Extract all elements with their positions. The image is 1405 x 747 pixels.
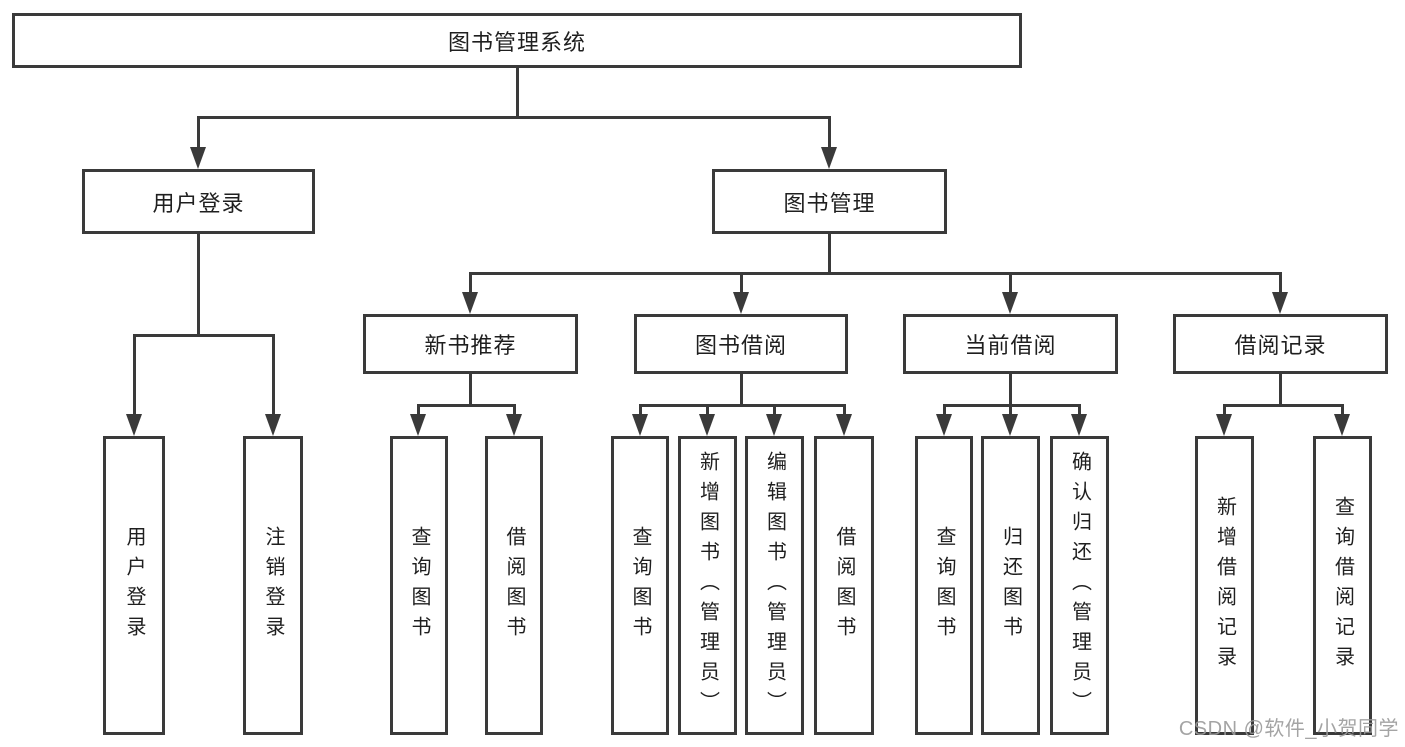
arrowhead-to-current-borrow (1002, 292, 1018, 314)
arrowhead-to-leaf-logout (265, 414, 281, 436)
connector-nb-leaf2 (513, 405, 516, 416)
leaf-bb-borrow-books: 借阅图书 (814, 436, 874, 735)
leaf-cb-query-books-label: 查询图书 (933, 525, 955, 646)
connector-book-mgmt-stem (828, 234, 831, 273)
connector-book-borrow-stem (740, 374, 743, 405)
connector-root-split (197, 116, 831, 119)
node-user-login-label: 用户登录 (152, 190, 245, 216)
leaf-br-add-record-label: 新增借阅记录 (1213, 495, 1236, 676)
arrowhead-bb-leaf1 (632, 414, 648, 436)
connector-user-login-split (133, 334, 275, 337)
leaf-br-query-record-label: 查询借阅记录 (1331, 495, 1354, 676)
csdn-watermark: CSDN @软件_小贺同学 (1178, 718, 1399, 740)
node-current-borrow-label: 当前借阅 (964, 333, 1057, 358)
arrowhead-to-book-borrow (733, 292, 749, 314)
leaf-bb-edit-books-admin: 编辑图书（管理员） (745, 436, 804, 735)
node-book-mgmt-label: 图书管理 (783, 190, 876, 216)
arrowhead-bb-leaf2 (699, 414, 715, 436)
leaf-user-login: 用户登录 (103, 436, 165, 735)
connector-borrow-records-split (1223, 404, 1344, 407)
arrowhead-to-new-books (462, 292, 478, 314)
arrowhead-br-leaf1 (1216, 414, 1232, 436)
connector-to-leaf-logout (272, 335, 275, 416)
arrowhead-nb-leaf1 (410, 414, 426, 436)
node-book-borrow: 图书借阅 (634, 314, 848, 374)
arrowhead-bb-leaf3 (766, 414, 782, 436)
arrowhead-nb-leaf2 (506, 414, 522, 436)
connector-to-borrow-records (1279, 273, 1282, 294)
arrowhead-cb-leaf2 (1002, 414, 1018, 436)
connector-book-borrow-split (639, 404, 846, 407)
leaf-cb-confirm-return-admin: 确认归还（管理员） (1050, 436, 1109, 735)
connector-bb-leaf2 (706, 405, 709, 416)
leaf-logout-label: 注销登录 (262, 525, 284, 646)
leaf-bb-edit-books-admin-label: 编辑图书（管理员） (763, 450, 786, 721)
node-new-books: 新书推荐 (363, 314, 578, 374)
connector-nb-leaf1 (417, 405, 420, 416)
leaf-nb-query-books-label: 查询图书 (408, 525, 430, 646)
leaf-nb-borrow-books-label: 借阅图书 (503, 525, 525, 646)
leaf-logout: 注销登录 (243, 436, 303, 735)
leaf-bb-query-books: 查询图书 (611, 436, 669, 735)
connector-new-books-stem (469, 374, 472, 405)
connector-root-stem (516, 68, 519, 117)
leaf-cb-query-books: 查询图书 (915, 436, 973, 735)
leaf-nb-borrow-books: 借阅图书 (485, 436, 543, 735)
node-borrow-records: 借阅记录 (1173, 314, 1388, 374)
connector-borrow-records-stem (1279, 374, 1282, 405)
node-root-label: 图书管理系统 (447, 29, 586, 55)
leaf-bb-query-books-label: 查询图书 (629, 525, 651, 646)
node-new-books-label: 新书推荐 (424, 333, 517, 358)
leaf-cb-return-books-label: 归还图书 (999, 525, 1022, 646)
connector-new-books-split (417, 404, 516, 407)
connector-to-user-login (197, 117, 200, 149)
connector-cb-leaf2 (1009, 405, 1012, 416)
connector-to-current-borrow (1009, 273, 1012, 294)
node-book-borrow-label: 图书借阅 (694, 333, 787, 358)
arrowhead-br-leaf2 (1334, 414, 1350, 436)
connector-bb-leaf3 (773, 405, 776, 416)
leaf-br-query-record: 查询借阅记录 (1313, 436, 1372, 735)
node-root-title: 图书管理系统 (12, 13, 1022, 68)
arrowhead-cb-leaf1 (936, 414, 952, 436)
arrowhead-bb-leaf4 (836, 414, 852, 436)
connector-to-leaf-login (133, 335, 136, 416)
arrowhead-to-leaf-login (126, 414, 142, 436)
connector-to-new-books (469, 273, 472, 294)
leaf-bb-borrow-books-label: 借阅图书 (833, 525, 855, 646)
connector-cb-leaf1 (943, 405, 946, 416)
connector-to-book-mgmt (828, 117, 831, 149)
connector-current-borrow-stem (1009, 374, 1012, 405)
arrowhead-cb-leaf3 (1071, 414, 1087, 436)
leaf-bb-add-books-admin-label: 新增图书（管理员） (696, 450, 719, 721)
connector-user-login-stem (197, 234, 200, 335)
connector-cb-leaf3 (1078, 405, 1081, 416)
connector-to-book-borrow (740, 273, 743, 294)
leaf-bb-add-books-admin: 新增图书（管理员） (678, 436, 737, 735)
node-user-login: 用户登录 (82, 169, 315, 234)
leaf-user-login-label: 用户登录 (123, 525, 145, 646)
leaf-br-add-record: 新增借阅记录 (1195, 436, 1254, 735)
connector-book-mgmt-split (469, 272, 1282, 275)
connector-br-leaf2 (1341, 405, 1344, 416)
node-borrow-records-label: 借阅记录 (1234, 333, 1327, 358)
node-book-mgmt: 图书管理 (712, 169, 947, 234)
arrowhead-to-borrow-records (1272, 292, 1288, 314)
arrowhead-to-book-mgmt (821, 147, 837, 169)
node-current-borrow: 当前借阅 (903, 314, 1118, 374)
connector-bb-leaf4 (843, 405, 846, 416)
leaf-cb-confirm-return-admin-label: 确认归还（管理员） (1068, 450, 1091, 721)
arrowhead-to-user-login (190, 147, 206, 169)
leaf-cb-return-books: 归还图书 (981, 436, 1040, 735)
leaf-nb-query-books: 查询图书 (390, 436, 448, 735)
connector-current-borrow-split (943, 404, 1081, 407)
connector-br-leaf1 (1223, 405, 1226, 416)
connector-bb-leaf1 (639, 405, 642, 416)
